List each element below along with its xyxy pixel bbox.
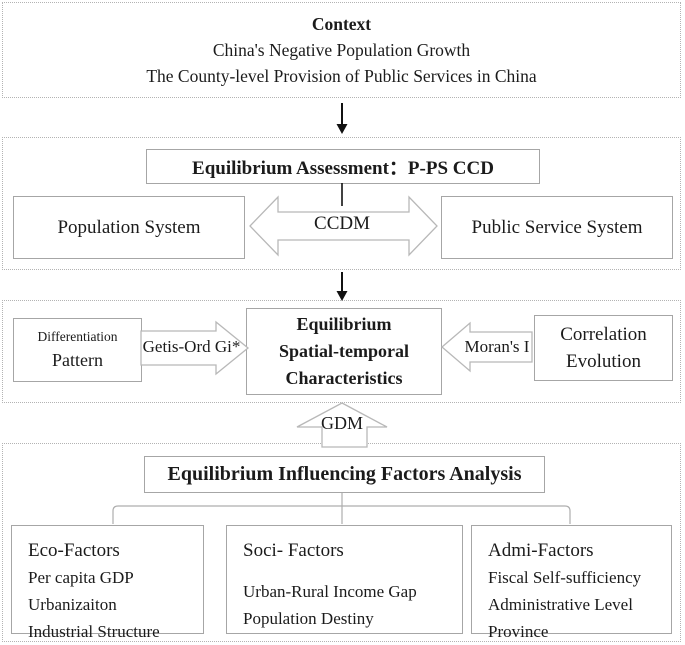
morans-i-arrow-label: Moran's I xyxy=(464,337,530,356)
pattern-line: Pattern xyxy=(52,350,103,370)
admi-factor-item: Administrative Level xyxy=(488,595,633,614)
context-title: Context xyxy=(311,14,372,34)
assessment-section: Equilibrium Assessment：P-PS CCD Populati… xyxy=(2,137,681,270)
context-line-1: China's Negative Population Growth xyxy=(212,40,471,60)
context-line-2: The County-level Provision of Public Ser… xyxy=(146,66,537,86)
public-service-system-label: Public Service System xyxy=(471,216,643,238)
eco-factors-heading: Eco-Factors xyxy=(28,540,120,561)
population-system-label: Population System xyxy=(57,216,201,238)
assessment-title-box: Equilibrium Assessment：P-PS CCD xyxy=(146,149,540,184)
population-system-box: Population System xyxy=(13,196,245,259)
getis-ord-arrow-label: Getis-Ord Gi* xyxy=(142,337,241,356)
gdm-arrow-label: GDM xyxy=(320,413,363,433)
differentiation-line: Differentiation xyxy=(37,329,118,344)
spatial-section: Differentiation Pattern Equilibrium Spat… xyxy=(2,300,681,403)
public-service-system-box: Public Service System xyxy=(441,196,673,259)
factors-title-box: Equilibrium Influencing Factors Analysis xyxy=(144,456,545,493)
context-section: Context China's Negative Population Grow… xyxy=(2,2,681,98)
center-line-3: Characteristics xyxy=(285,368,403,388)
factors-title: Equilibrium Influencing Factors Analysis xyxy=(167,463,522,485)
soci-factors-heading: Soci- Factors xyxy=(243,540,344,561)
ccdm-arrow-label: CCDM xyxy=(314,213,370,234)
equilibrium-characteristics-box: Equilibrium Spatial-temporal Characteris… xyxy=(246,308,442,395)
admi-factors-heading: Admi-Factors xyxy=(488,540,594,561)
center-line-1: Equilibrium xyxy=(296,314,392,334)
factors-section: Equilibrium Influencing Factors Analysis… xyxy=(2,443,681,642)
eco-factors-box: Eco-Factors Per capita GDP Urbanizaiton … xyxy=(11,525,204,641)
assessment-title: Equilibrium Assessment：P-PS CCD xyxy=(192,158,494,179)
admi-factor-item: Fiscal Self-sufficiency xyxy=(488,568,642,587)
soci-factors-box: Soci- Factors Urban-Rural Income Gap Pop… xyxy=(226,525,463,634)
down-arrow-1 xyxy=(336,103,348,134)
differentiation-pattern-box: Differentiation Pattern xyxy=(13,318,142,382)
correlation-line: Correlation xyxy=(560,324,647,345)
admi-factors-box: Admi-Factors Fiscal Self-sufficiency Adm… xyxy=(471,525,672,641)
eco-factor-item: Per capita GDP xyxy=(28,568,134,587)
soci-factor-item: Urban-Rural Income Gap xyxy=(243,582,417,601)
eco-factor-item: Industrial Structure xyxy=(28,622,160,641)
soci-factor-item: Population Destiny xyxy=(243,609,374,628)
eco-factor-item: Urbanizaiton xyxy=(28,595,117,614)
center-line-2: Spatial-temporal xyxy=(279,341,409,361)
correlation-evolution-box: Correlation Evolution xyxy=(534,315,673,381)
admi-factor-item: Province xyxy=(488,622,549,641)
evolution-line: Evolution xyxy=(566,351,641,372)
down-arrow-2 xyxy=(336,272,348,301)
